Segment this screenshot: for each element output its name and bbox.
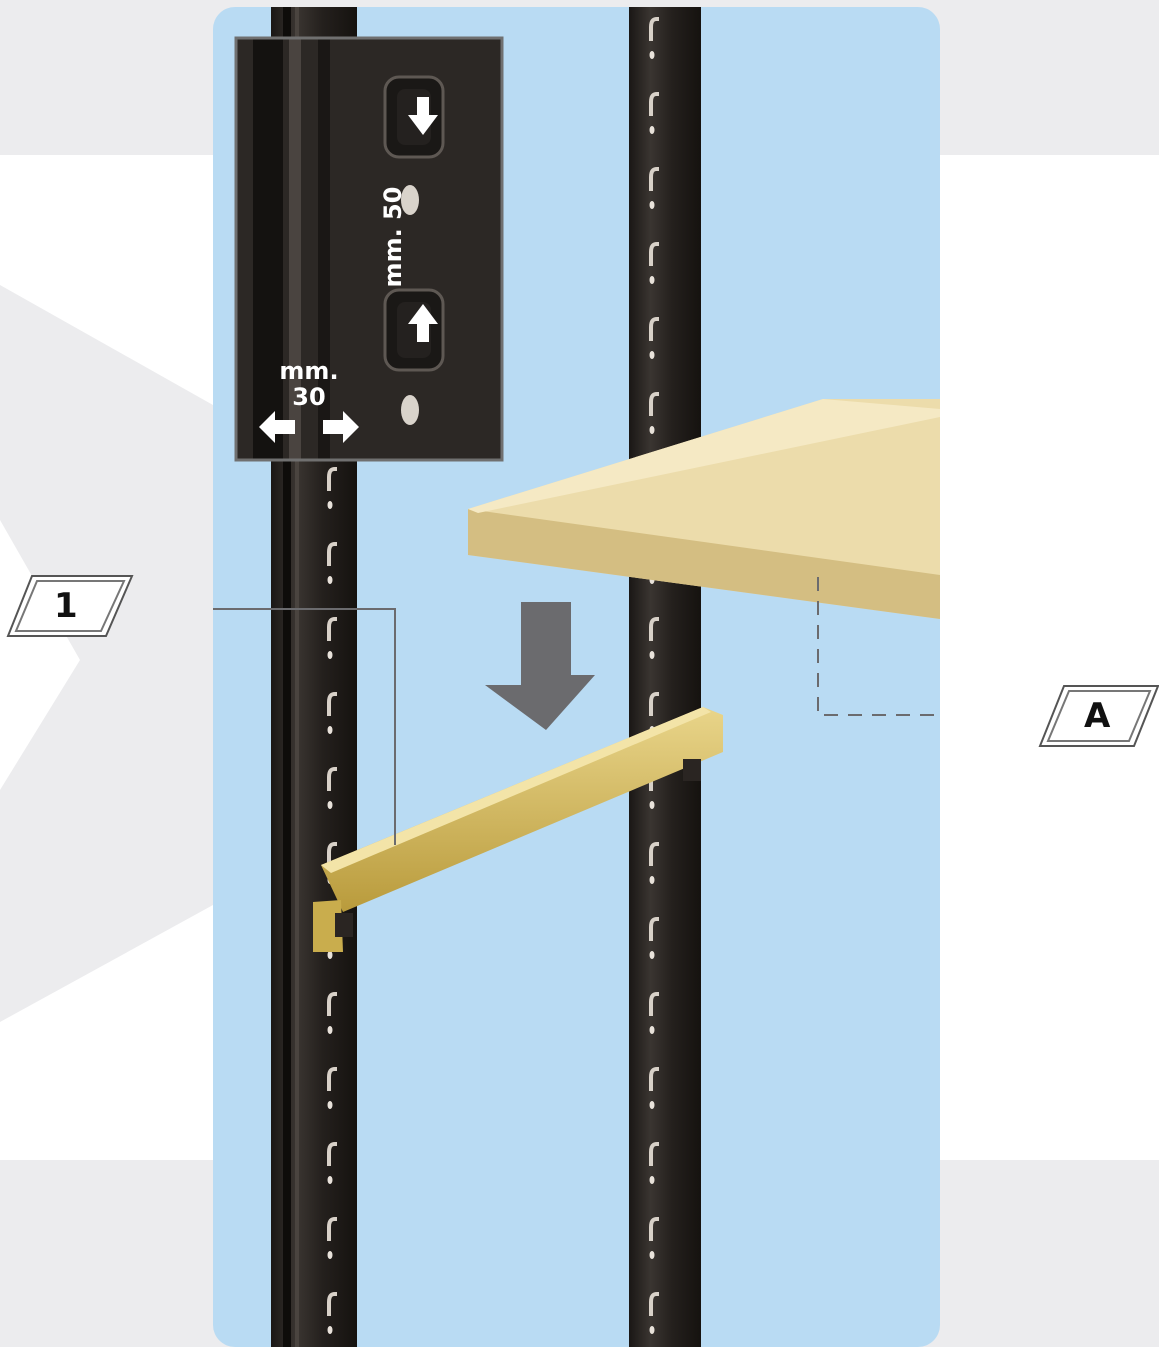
upright-slot	[649, 242, 659, 266]
upright-slot	[649, 692, 659, 716]
upright-slot	[327, 1217, 337, 1241]
upright-slot	[327, 1067, 337, 1091]
upright-slot	[649, 1217, 659, 1241]
upright-slot	[649, 917, 659, 941]
leader-line-1	[213, 608, 396, 845]
upright-slot	[649, 617, 659, 641]
upright-slot	[327, 842, 337, 866]
upright-hole	[649, 876, 655, 884]
upright-hole	[649, 201, 655, 209]
upright-hole	[649, 1251, 655, 1259]
upright-hole	[649, 1101, 655, 1109]
upright-slot	[327, 1142, 337, 1166]
upright-slot	[649, 17, 659, 41]
upright-hole	[649, 351, 655, 359]
upright-hole	[327, 651, 333, 659]
upright-hole	[649, 1176, 655, 1184]
upright-slot	[327, 617, 337, 641]
upright-hole	[327, 1026, 333, 1034]
insert-direction-arrow-icon	[485, 602, 595, 730]
illustration-panel: mm. 50 mm. 30	[213, 7, 940, 1347]
upright-slot	[649, 992, 659, 1016]
callout-part-1: 1	[6, 574, 134, 637]
upright-slot	[649, 392, 659, 416]
upright-hole	[327, 1326, 333, 1334]
upright-hole	[327, 801, 333, 809]
upright-hole	[649, 426, 655, 434]
upright-hole	[649, 276, 655, 284]
upright-hole	[327, 576, 333, 584]
shelving-illustration	[213, 7, 940, 1347]
right-arrow-icon	[323, 411, 359, 443]
upright-slot	[327, 767, 337, 791]
upright-slot	[649, 1142, 659, 1166]
upright-hole	[649, 126, 655, 134]
upright-slot	[327, 992, 337, 1016]
upright-hole	[649, 951, 655, 959]
right-upright	[629, 7, 701, 1347]
upright-slot	[649, 842, 659, 866]
upright-slot	[649, 1067, 659, 1091]
up-arrow-icon	[408, 304, 438, 342]
width-unit-label: mm.	[279, 357, 339, 385]
upright-slot	[327, 542, 337, 566]
down-arrow-icon	[408, 97, 438, 135]
upright-slot	[327, 1292, 337, 1316]
upright-hole	[649, 1326, 655, 1334]
upright-slot	[649, 167, 659, 191]
shelf-panel	[468, 399, 940, 619]
upright-hole	[327, 1251, 333, 1259]
upright-hole	[649, 651, 655, 659]
callout-1-label: 1	[54, 586, 78, 626]
width-value-label: 30	[292, 383, 326, 411]
slot-pitch-label: mm. 50	[379, 186, 407, 288]
upright-hole	[327, 951, 333, 959]
upright-hole	[327, 1176, 333, 1184]
upright-hole	[649, 1026, 655, 1034]
left-arrow-icon	[259, 411, 295, 443]
callout-a-label: A	[1084, 696, 1111, 736]
upright-slot	[649, 1292, 659, 1316]
callout-part-a: A	[1038, 684, 1159, 747]
support-rail	[313, 707, 723, 952]
upright-hole	[649, 801, 655, 809]
upright-hole	[327, 501, 333, 509]
upright-hole	[327, 726, 333, 734]
upright-hole	[327, 1101, 333, 1109]
slot-detail-zoom	[234, 36, 504, 462]
upright-slot	[327, 692, 337, 716]
upright-slot	[327, 467, 337, 491]
upright-slot	[649, 92, 659, 116]
upright-slot	[649, 317, 659, 341]
upright-hole	[649, 51, 655, 59]
